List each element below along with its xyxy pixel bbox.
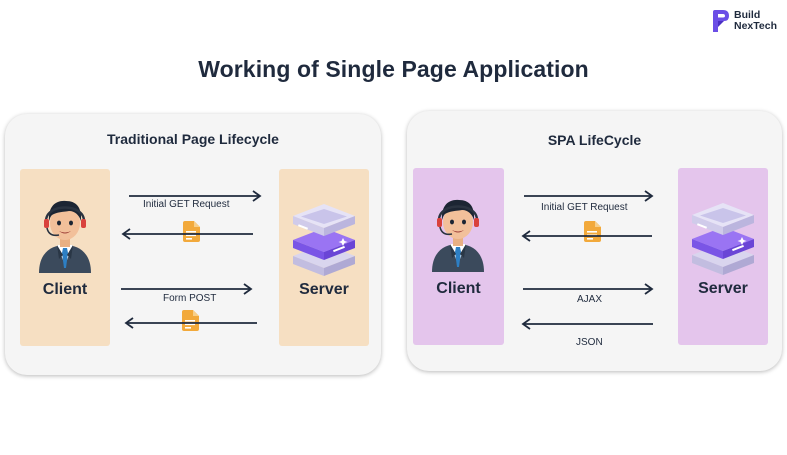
client-avatar-icon <box>35 193 95 273</box>
client-avatar-icon <box>428 192 488 272</box>
spa-response2-arrow <box>520 318 653 330</box>
traditional-client-label: Client <box>42 281 88 298</box>
arrow-right-icon <box>129 190 262 202</box>
brand-name-line1: Build <box>734 9 761 21</box>
traditional-request1-arrow <box>129 190 263 202</box>
arrow-left-icon <box>121 228 253 240</box>
spa-client-label: Client <box>436 280 481 297</box>
traditional-server-card: Server <box>279 169 369 346</box>
server-stack-icon <box>289 200 359 276</box>
spa-server-label: Server <box>698 280 748 297</box>
arrow-right-icon <box>524 190 654 202</box>
traditional-panel-heading: Traditional Page Lifecycle <box>107 131 279 147</box>
spa-request1-label: Initial GET Request <box>541 202 628 213</box>
spa-server-card: Server <box>678 168 768 345</box>
spa-response2-label: JSON <box>576 337 603 348</box>
server-stack-icon <box>688 199 758 275</box>
traditional-response1-arrow <box>120 228 253 240</box>
traditional-response2-arrow <box>123 317 257 329</box>
arrow-right-icon <box>523 283 654 295</box>
traditional-request2-arrow <box>121 283 254 295</box>
arrow-left-icon <box>521 318 653 330</box>
traditional-client-card: Client <box>20 169 110 346</box>
spa-request1-arrow <box>524 190 655 202</box>
traditional-server-label: Server <box>299 281 349 298</box>
spa-response1-arrow <box>520 230 652 242</box>
spa-panel-heading: SPA LifeCycle <box>547 132 642 148</box>
arrow-left-icon <box>521 230 652 242</box>
brand-name-line2: NexTech <box>734 20 777 32</box>
brand-logo: Build NexTech <box>712 9 777 33</box>
traditional-lifecycle-panel: Traditional Page Lifecycle Client Server… <box>5 114 381 375</box>
traditional-request1-label: Initial GET Request <box>143 199 230 210</box>
brand-logo-icon <box>713 10 729 32</box>
arrow-left-icon <box>124 317 257 329</box>
spa-request2-arrow <box>523 283 655 295</box>
page-title: Working of Single Page Application <box>198 56 589 82</box>
spa-lifecycle-panel: SPA LifeCycle Client Server Initial GET … <box>407 111 782 371</box>
arrow-right-icon <box>121 283 253 295</box>
traditional-request2-label: Form POST <box>163 293 217 304</box>
spa-client-card: Client <box>413 168 504 345</box>
spa-request2-label: AJAX <box>577 294 603 305</box>
